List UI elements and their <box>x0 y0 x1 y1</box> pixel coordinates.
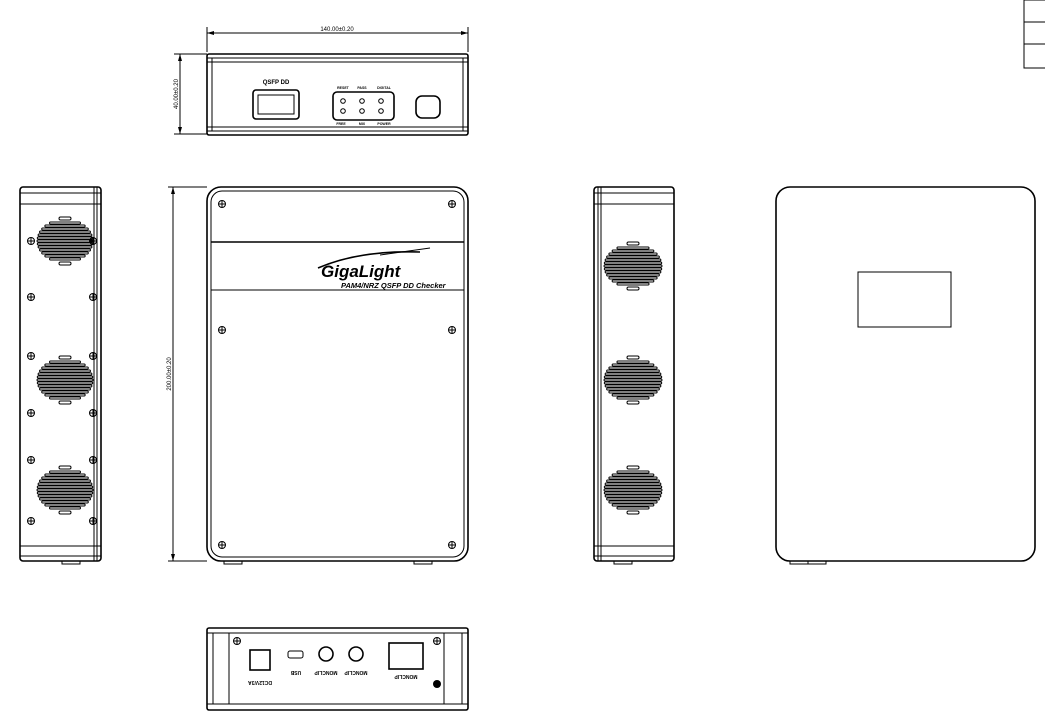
title-block-fragment <box>1023 0 1045 69</box>
qsfp-dd-slot <box>252 89 300 120</box>
screw-icon <box>89 456 97 464</box>
screw-icon <box>27 456 35 464</box>
led-panel <box>332 91 395 121</box>
led-label-top-1: RESET <box>337 86 350 90</box>
rear-port-label: USB <box>290 669 301 675</box>
top-view: 200.00±0.20 GigaLight PAM4/NRZ QSFP DD C… <box>167 186 469 565</box>
screw-icon <box>448 326 456 334</box>
monclip-port-block <box>388 642 424 670</box>
vent-grille <box>603 465 663 515</box>
front-view: 140.00±0.20 40.00±0.20 QSFP DD RESET PAS… <box>174 27 469 136</box>
right-side-view <box>593 186 675 565</box>
led-indicator <box>359 98 365 104</box>
screw-icon <box>218 541 226 549</box>
led-label-top-3: DIGITAL <box>377 86 392 90</box>
label-area <box>857 271 952 328</box>
screw-icon <box>448 200 456 208</box>
rear-port-label: MONCLIP <box>344 669 368 675</box>
product-name: PAM4/NRZ QSFP DD Checker <box>341 281 447 290</box>
ground-point <box>433 680 441 688</box>
screw-icon <box>448 541 456 549</box>
monclip-port <box>318 646 334 662</box>
screw-icon <box>89 352 97 360</box>
led-label-bottom-1: FREE <box>336 122 346 126</box>
bottom-view <box>775 186 1036 565</box>
gigalight-logo: GigaLight <box>317 247 431 281</box>
screw-icon <box>27 517 35 525</box>
screw-icon <box>27 237 35 245</box>
usb-port <box>287 650 304 659</box>
dc-power-jack <box>249 649 271 671</box>
screw-icon <box>27 352 35 360</box>
vent-grille <box>36 355 94 405</box>
module-slot-label: QSFP DD <box>263 80 290 86</box>
screw-icon <box>89 409 97 417</box>
led-label-top-2: PASS <box>357 86 367 90</box>
led-label-bottom-2: MIX <box>359 122 366 126</box>
led-label-bottom-3: POWER <box>377 122 391 126</box>
screw-icon <box>27 409 35 417</box>
led-indicator <box>340 108 346 114</box>
screw-icon <box>27 293 35 301</box>
led-indicator <box>340 98 346 104</box>
vent-grille <box>36 216 94 266</box>
screw-icon <box>89 293 97 301</box>
screw-icon <box>89 237 97 245</box>
screw-icon <box>218 326 226 334</box>
push-button <box>415 95 441 119</box>
rear-port-label: MONCLIP <box>394 673 418 679</box>
width-dimension: 140.00±0.20 <box>320 27 354 33</box>
screw-icon <box>433 637 441 645</box>
left-side-view <box>19 186 102 565</box>
length-dimension: 200.00±0.20 <box>167 357 173 391</box>
vent-grille <box>36 465 94 515</box>
screw-icon <box>233 637 241 645</box>
led-indicator <box>378 98 384 104</box>
rear-port-label: MONCLIP <box>314 669 338 675</box>
brand-name: GigaLight <box>321 262 402 281</box>
height-dimension: 40.00±0.20 <box>174 78 180 109</box>
led-indicator <box>378 108 384 114</box>
vent-grille <box>603 355 663 405</box>
monclip-port <box>348 646 364 662</box>
rear-port-label: DC12V/3A <box>248 679 272 685</box>
screw-icon <box>218 200 226 208</box>
screw-icon <box>89 517 97 525</box>
vent-grille <box>603 241 663 291</box>
led-indicator <box>359 108 365 114</box>
rear-view: DC12V/3A USB MONCLIP MONCLIP MONCLIP <box>206 627 469 711</box>
